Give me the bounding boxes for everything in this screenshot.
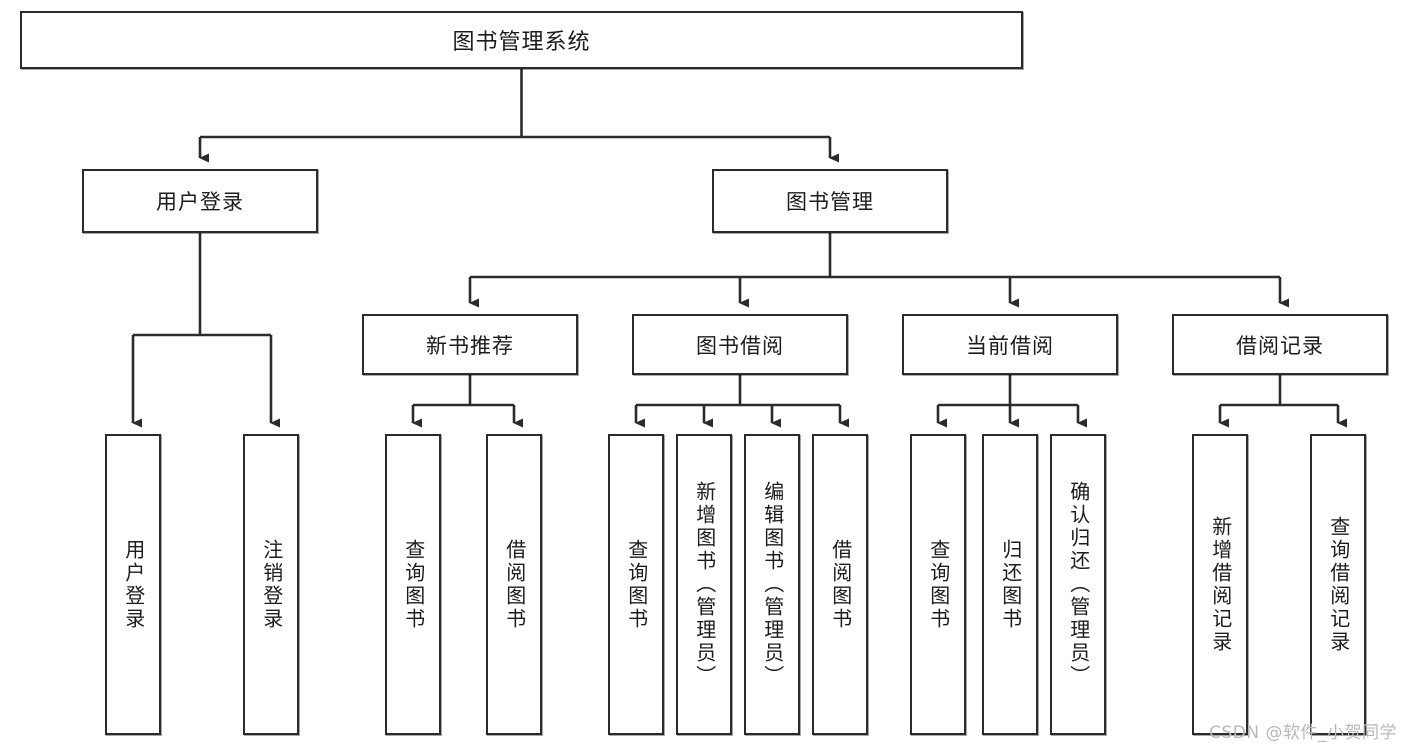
- leaf-add-borrow-record[interactable]: 新增借阅记录: [1192, 434, 1248, 735]
- leaf-query-borrow-record[interactable]: 查询借阅记录: [1310, 434, 1366, 735]
- leaf-query-borrow-record-label: 查询借阅记录: [1326, 515, 1351, 654]
- leaf-edit-book-admin-label: 编辑图书（管理员）: [760, 481, 785, 688]
- leaf-confirm-return-admin-label: 确认归还（管理员）: [1066, 481, 1091, 688]
- leaf-logout[interactable]: 注销登录: [243, 434, 299, 735]
- leaf-add-book-admin-label: 新增图书（管理员）: [692, 481, 717, 688]
- leaf-query-book-current-label: 查询图书: [926, 538, 951, 631]
- leaf-add-book-admin[interactable]: 新增图书（管理员）: [676, 434, 732, 735]
- leaf-query-book-recommend-label: 查询图书: [401, 538, 426, 631]
- leaf-user-login[interactable]: 用户登录: [105, 434, 161, 735]
- node-borrow-record[interactable]: 借阅记录: [1172, 314, 1388, 375]
- leaf-logout-label: 注销登录: [259, 538, 284, 631]
- leaf-borrow-book[interactable]: 借阅图书: [812, 434, 868, 735]
- node-current-borrow-label: 当前借阅: [966, 333, 1054, 358]
- leaf-return-book[interactable]: 归还图书: [982, 434, 1038, 735]
- node-current-borrow[interactable]: 当前借阅: [902, 314, 1118, 375]
- watermark: CSDN @软件_小贺同学: [1209, 723, 1397, 743]
- node-new-book-recommend[interactable]: 新书推荐: [362, 314, 578, 375]
- leaf-edit-book-admin[interactable]: 编辑图书（管理员）: [744, 434, 800, 735]
- leaf-borrow-book-recommend[interactable]: 借阅图书: [486, 434, 542, 735]
- leaf-add-borrow-record-label: 新增借阅记录: [1208, 515, 1233, 654]
- leaf-query-book-current[interactable]: 查询图书: [910, 434, 966, 735]
- leaf-return-book-label: 归还图书: [998, 538, 1023, 631]
- node-root[interactable]: 图书管理系统: [20, 11, 1023, 69]
- node-borrow-record-label: 借阅记录: [1236, 333, 1324, 358]
- leaf-confirm-return-admin[interactable]: 确认归还（管理员）: [1050, 434, 1106, 735]
- leaf-borrow-book-label: 借阅图书: [828, 538, 853, 631]
- node-book-borrow[interactable]: 图书借阅: [632, 314, 848, 375]
- leaf-query-book-label: 查询图书: [624, 538, 649, 631]
- leaf-query-book-recommend[interactable]: 查询图书: [385, 434, 441, 735]
- leaf-user-login-label: 用户登录: [121, 538, 146, 631]
- node-book-management-label: 图书管理: [786, 190, 874, 214]
- node-user-login[interactable]: 用户登录: [82, 169, 318, 233]
- node-root-label: 图书管理系统: [452, 30, 591, 55]
- node-user-login-label: 用户登录: [156, 190, 244, 214]
- node-book-management[interactable]: 图书管理: [712, 169, 948, 233]
- node-new-book-recommend-label: 新书推荐: [426, 333, 514, 358]
- node-book-borrow-label: 图书借阅: [696, 333, 784, 358]
- leaf-query-book[interactable]: 查询图书: [608, 434, 664, 735]
- leaf-borrow-book-recommend-label: 借阅图书: [502, 538, 527, 631]
